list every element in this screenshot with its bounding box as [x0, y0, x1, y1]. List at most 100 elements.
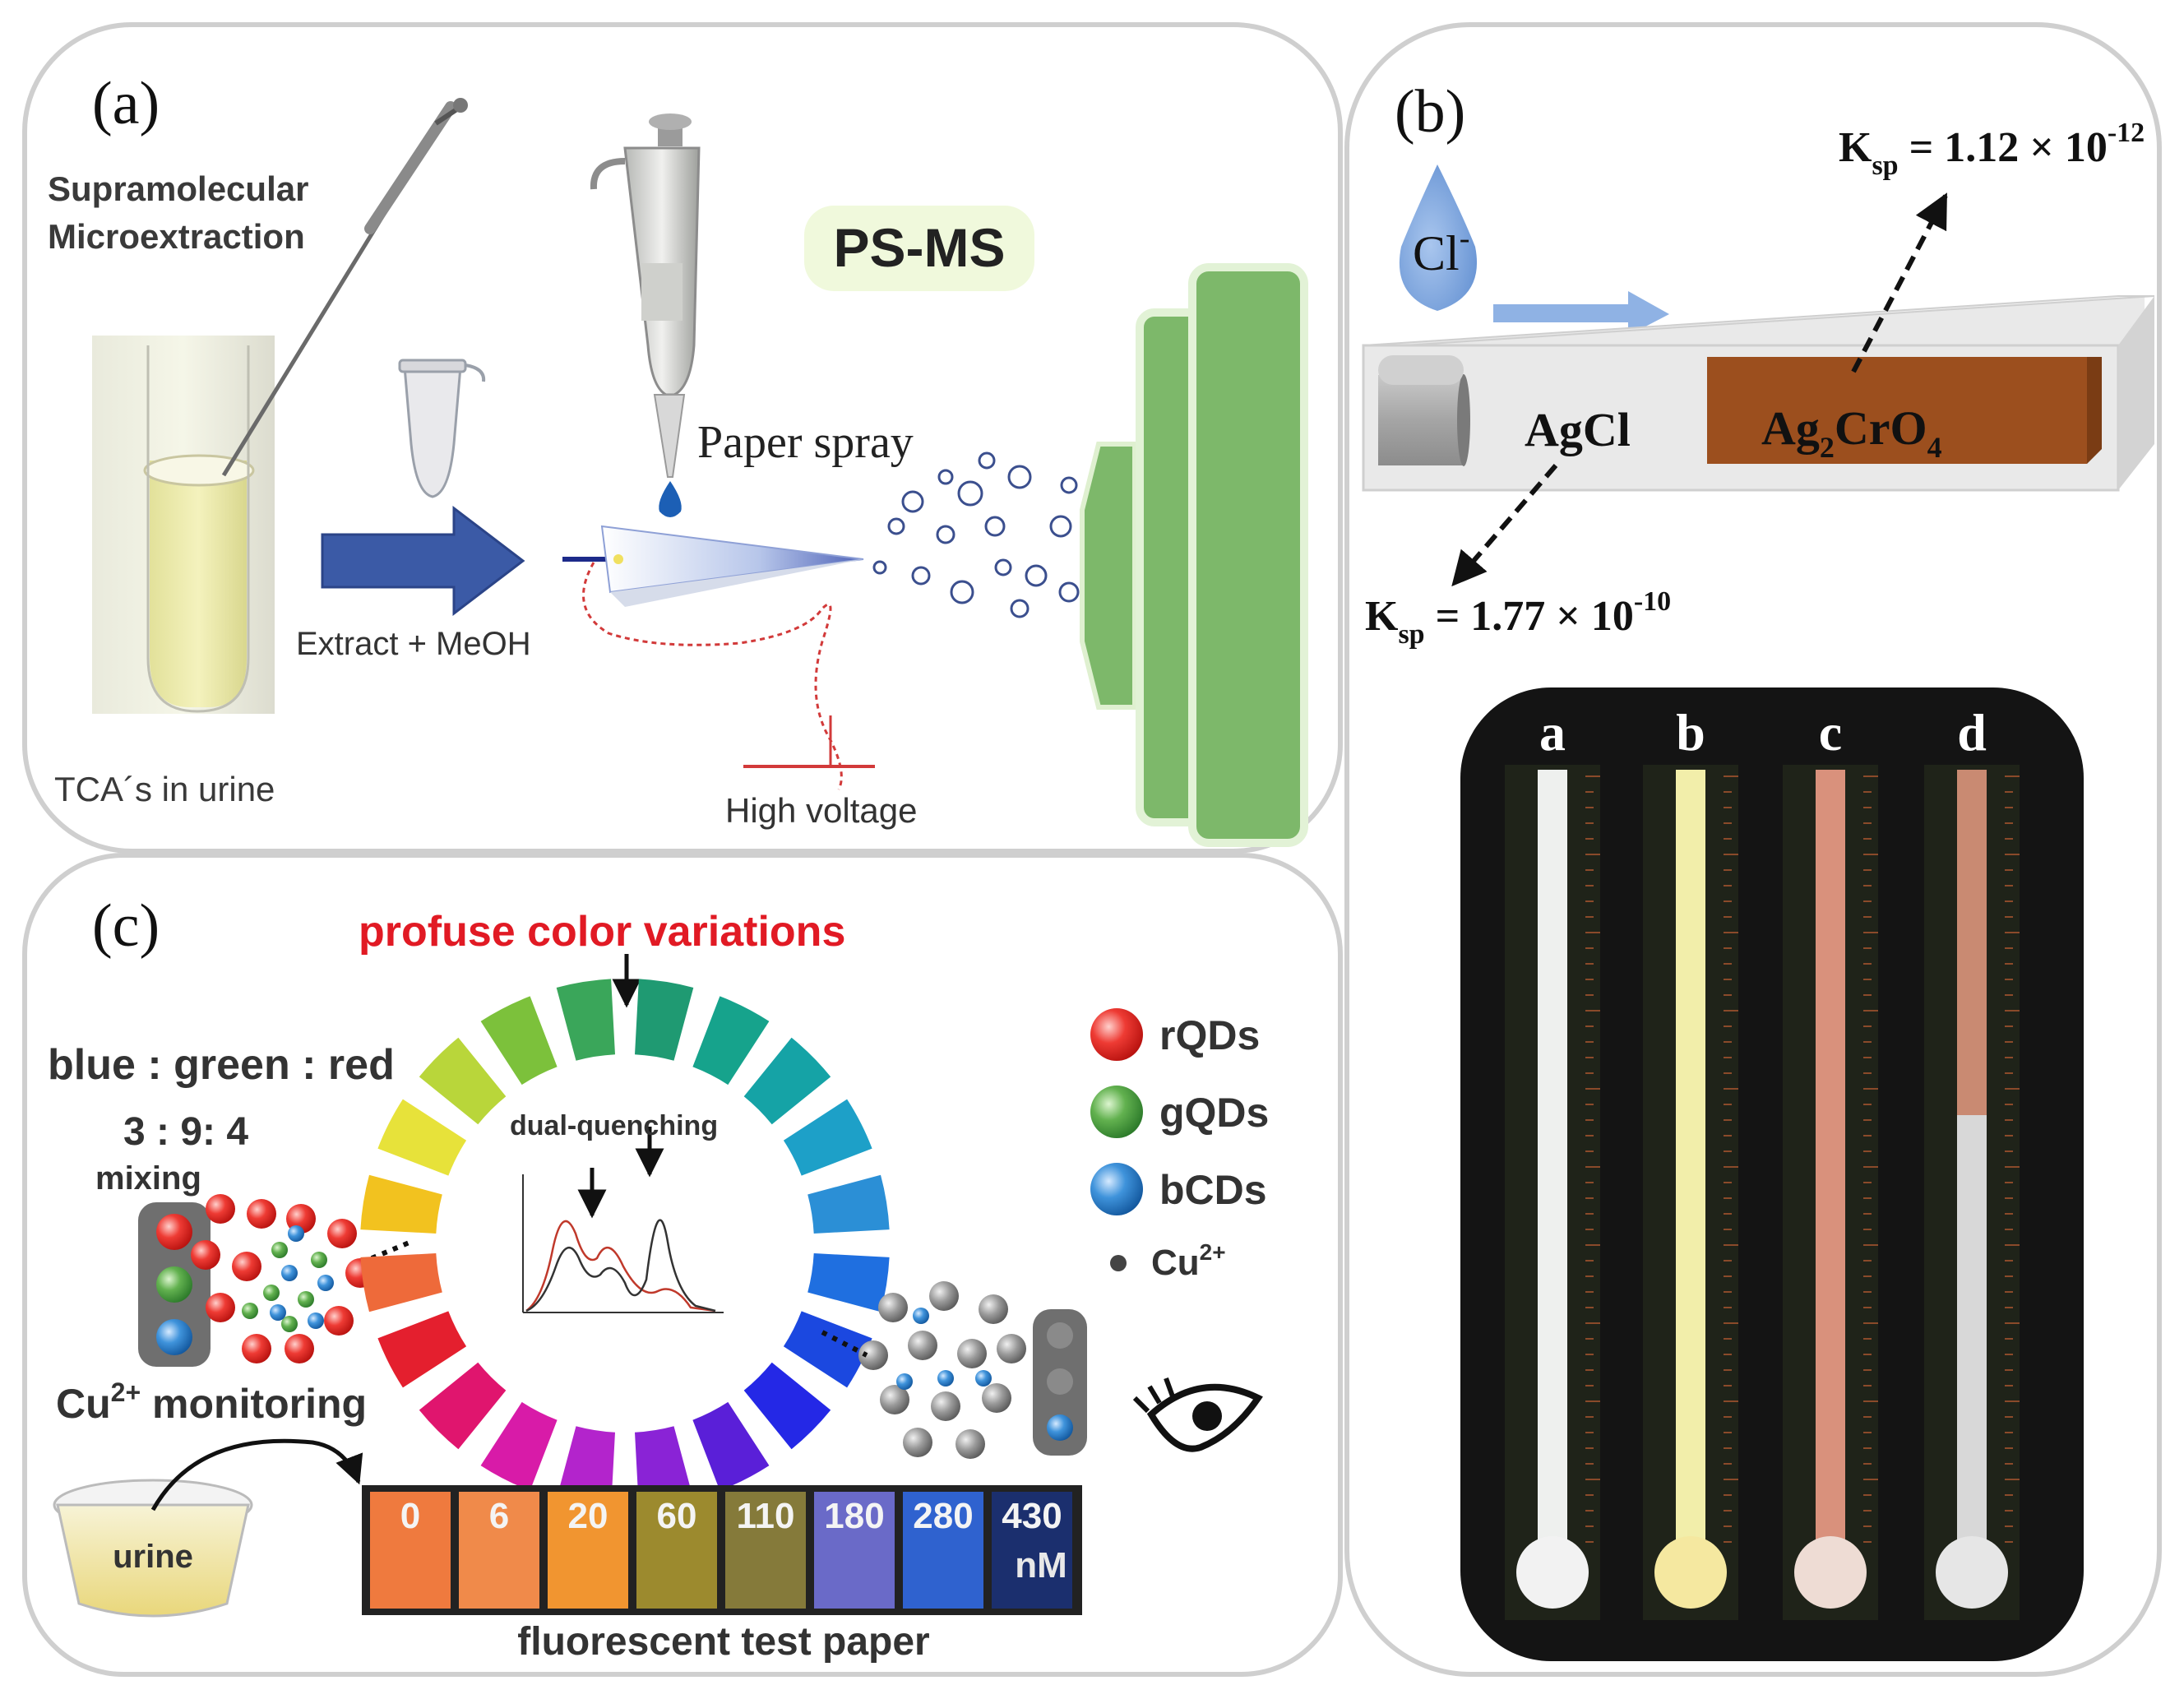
syringe-icon: [221, 98, 468, 477]
wheel-segment: [692, 1401, 770, 1491]
rqd-particle: [232, 1252, 261, 1281]
paper-device: [1362, 295, 2155, 492]
rqd-particle: [285, 1334, 314, 1363]
quenched-particle: [929, 1281, 959, 1311]
legend-label: bCDs: [1159, 1167, 1267, 1213]
profuse-heading: profuse color variations: [359, 908, 845, 956]
quenched-particle: [957, 1339, 987, 1368]
wheel-segment: [807, 1253, 890, 1312]
test-strip-b: b: [1643, 703, 1738, 1620]
strip-group: a b c d: [1505, 703, 2020, 1620]
test-paper-value: 20: [568, 1496, 608, 1536]
test-paper-cell: [636, 1492, 717, 1609]
test-strip-c: c: [1783, 703, 1878, 1620]
strip-label-d: d: [1957, 703, 1987, 762]
urine-cup: urine: [53, 1479, 253, 1618]
wheel-segment: [377, 1099, 467, 1176]
wheel-segment: [419, 1362, 507, 1450]
quenched-particle: [903, 1428, 932, 1457]
bcd-particle: [975, 1370, 992, 1387]
rqd-particle: [327, 1219, 357, 1248]
gqd-particle: [271, 1242, 288, 1258]
test-paper-value: 0: [400, 1496, 420, 1536]
mixed-indicator: [138, 1202, 211, 1367]
wheel-segment: [743, 1362, 831, 1450]
test-paper-label: fluorescent test paper: [517, 1620, 929, 1664]
quenched-particle: [880, 1385, 909, 1414]
test-strip-a: a: [1505, 703, 1600, 1620]
voltage-wire: [582, 562, 843, 790]
flow-direction-arrow: [1493, 291, 1669, 336]
test-paper-cell: [548, 1492, 628, 1609]
extract-label: Extract + MeOH: [296, 626, 531, 662]
strip-label-c: c: [1819, 703, 1842, 762]
wheel-segment: [783, 1099, 872, 1176]
gqd-particle: [298, 1291, 314, 1308]
wheel-segment: [480, 996, 558, 1086]
cu-legend-dot: [1110, 1255, 1127, 1271]
panel-a-label: (a): [92, 70, 160, 137]
test-paper-value: 430: [1002, 1496, 1062, 1536]
urine-label: urine: [113, 1539, 193, 1575]
test-paper-value: 110: [737, 1496, 795, 1536]
test-paper-value: 280: [913, 1496, 973, 1536]
spray-droplets: [872, 451, 1098, 618]
agcl-label: AgCl: [1525, 403, 1631, 456]
flow-arrow: [321, 505, 525, 617]
quenched-particle: [878, 1293, 908, 1322]
rqd-particle: [242, 1334, 271, 1363]
bcd-particle: [896, 1373, 913, 1390]
rqd-particle: [206, 1194, 235, 1224]
color-wheel: [360, 979, 890, 1508]
panel-a: (a) Supramolecular Microextraction PS-MS…: [22, 22, 1343, 854]
quenched-particles: [858, 1281, 1026, 1459]
quenched-particle: [908, 1331, 937, 1360]
quenched-particle: [997, 1334, 1026, 1363]
wheel-segment: [635, 979, 694, 1061]
quenched-particle: [979, 1294, 1008, 1324]
ksp-bottom-arrow: [1451, 464, 1558, 587]
rqd-particle: [324, 1306, 354, 1336]
wheel-segment: [692, 996, 770, 1086]
mass-spectrometer-inlet: [1080, 263, 1308, 847]
quenched-particle: [931, 1391, 960, 1421]
test-paper-value: 6: [489, 1496, 509, 1536]
test-paper-cell: [903, 1492, 983, 1609]
mixing-label: mixing: [95, 1160, 201, 1197]
eye-icon: [1132, 1377, 1263, 1452]
mixed-particles: [191, 1194, 375, 1363]
bcd-particle: [308, 1312, 324, 1329]
monitoring-label: Cu2+ monitoring: [56, 1377, 367, 1427]
rqd-particle: [191, 1240, 220, 1270]
test-paper-cell: [814, 1492, 895, 1609]
test-paper-value: 180: [824, 1496, 884, 1536]
legend-swatch: [1090, 1086, 1143, 1138]
test-paper-cell: [370, 1492, 451, 1609]
panel-b-label: (b): [1395, 78, 1465, 146]
ag2cro4-label: Ag2CrO4: [1761, 401, 1942, 464]
bcd-particle: [270, 1304, 286, 1321]
ksp-top-arrow: [1851, 192, 1948, 373]
strip-label-a: a: [1539, 703, 1566, 762]
bcd-particle: [937, 1370, 954, 1387]
wheel-segment: [783, 1311, 872, 1388]
droplet-label: Cl-: [1413, 221, 1469, 280]
test-paper-cell: [992, 1492, 1072, 1609]
test-paper-value: 60: [657, 1496, 697, 1536]
legend-swatch: [1090, 1163, 1143, 1215]
wheel-segment: [556, 979, 615, 1061]
wheel-segment: [419, 1037, 507, 1125]
panel-c-label: (c): [92, 892, 160, 960]
ratio-title: blue : green : red: [48, 1041, 395, 1089]
wheel-segment: [480, 1401, 558, 1491]
paper-spray-label: Paper spray: [697, 417, 914, 468]
gqd-particle: [281, 1316, 298, 1332]
bcd-particle: [281, 1265, 298, 1281]
wheel-segment: [360, 1174, 442, 1234]
paper-spray-tip: [562, 525, 864, 607]
test-paper: 0 6 20 60 110 180 280 430: [362, 1485, 1082, 1615]
test-paper-unit: nM: [1015, 1545, 1067, 1586]
supramolecular-label: Supramolecular: [48, 169, 308, 208]
sample-arrow: [150, 1438, 363, 1512]
